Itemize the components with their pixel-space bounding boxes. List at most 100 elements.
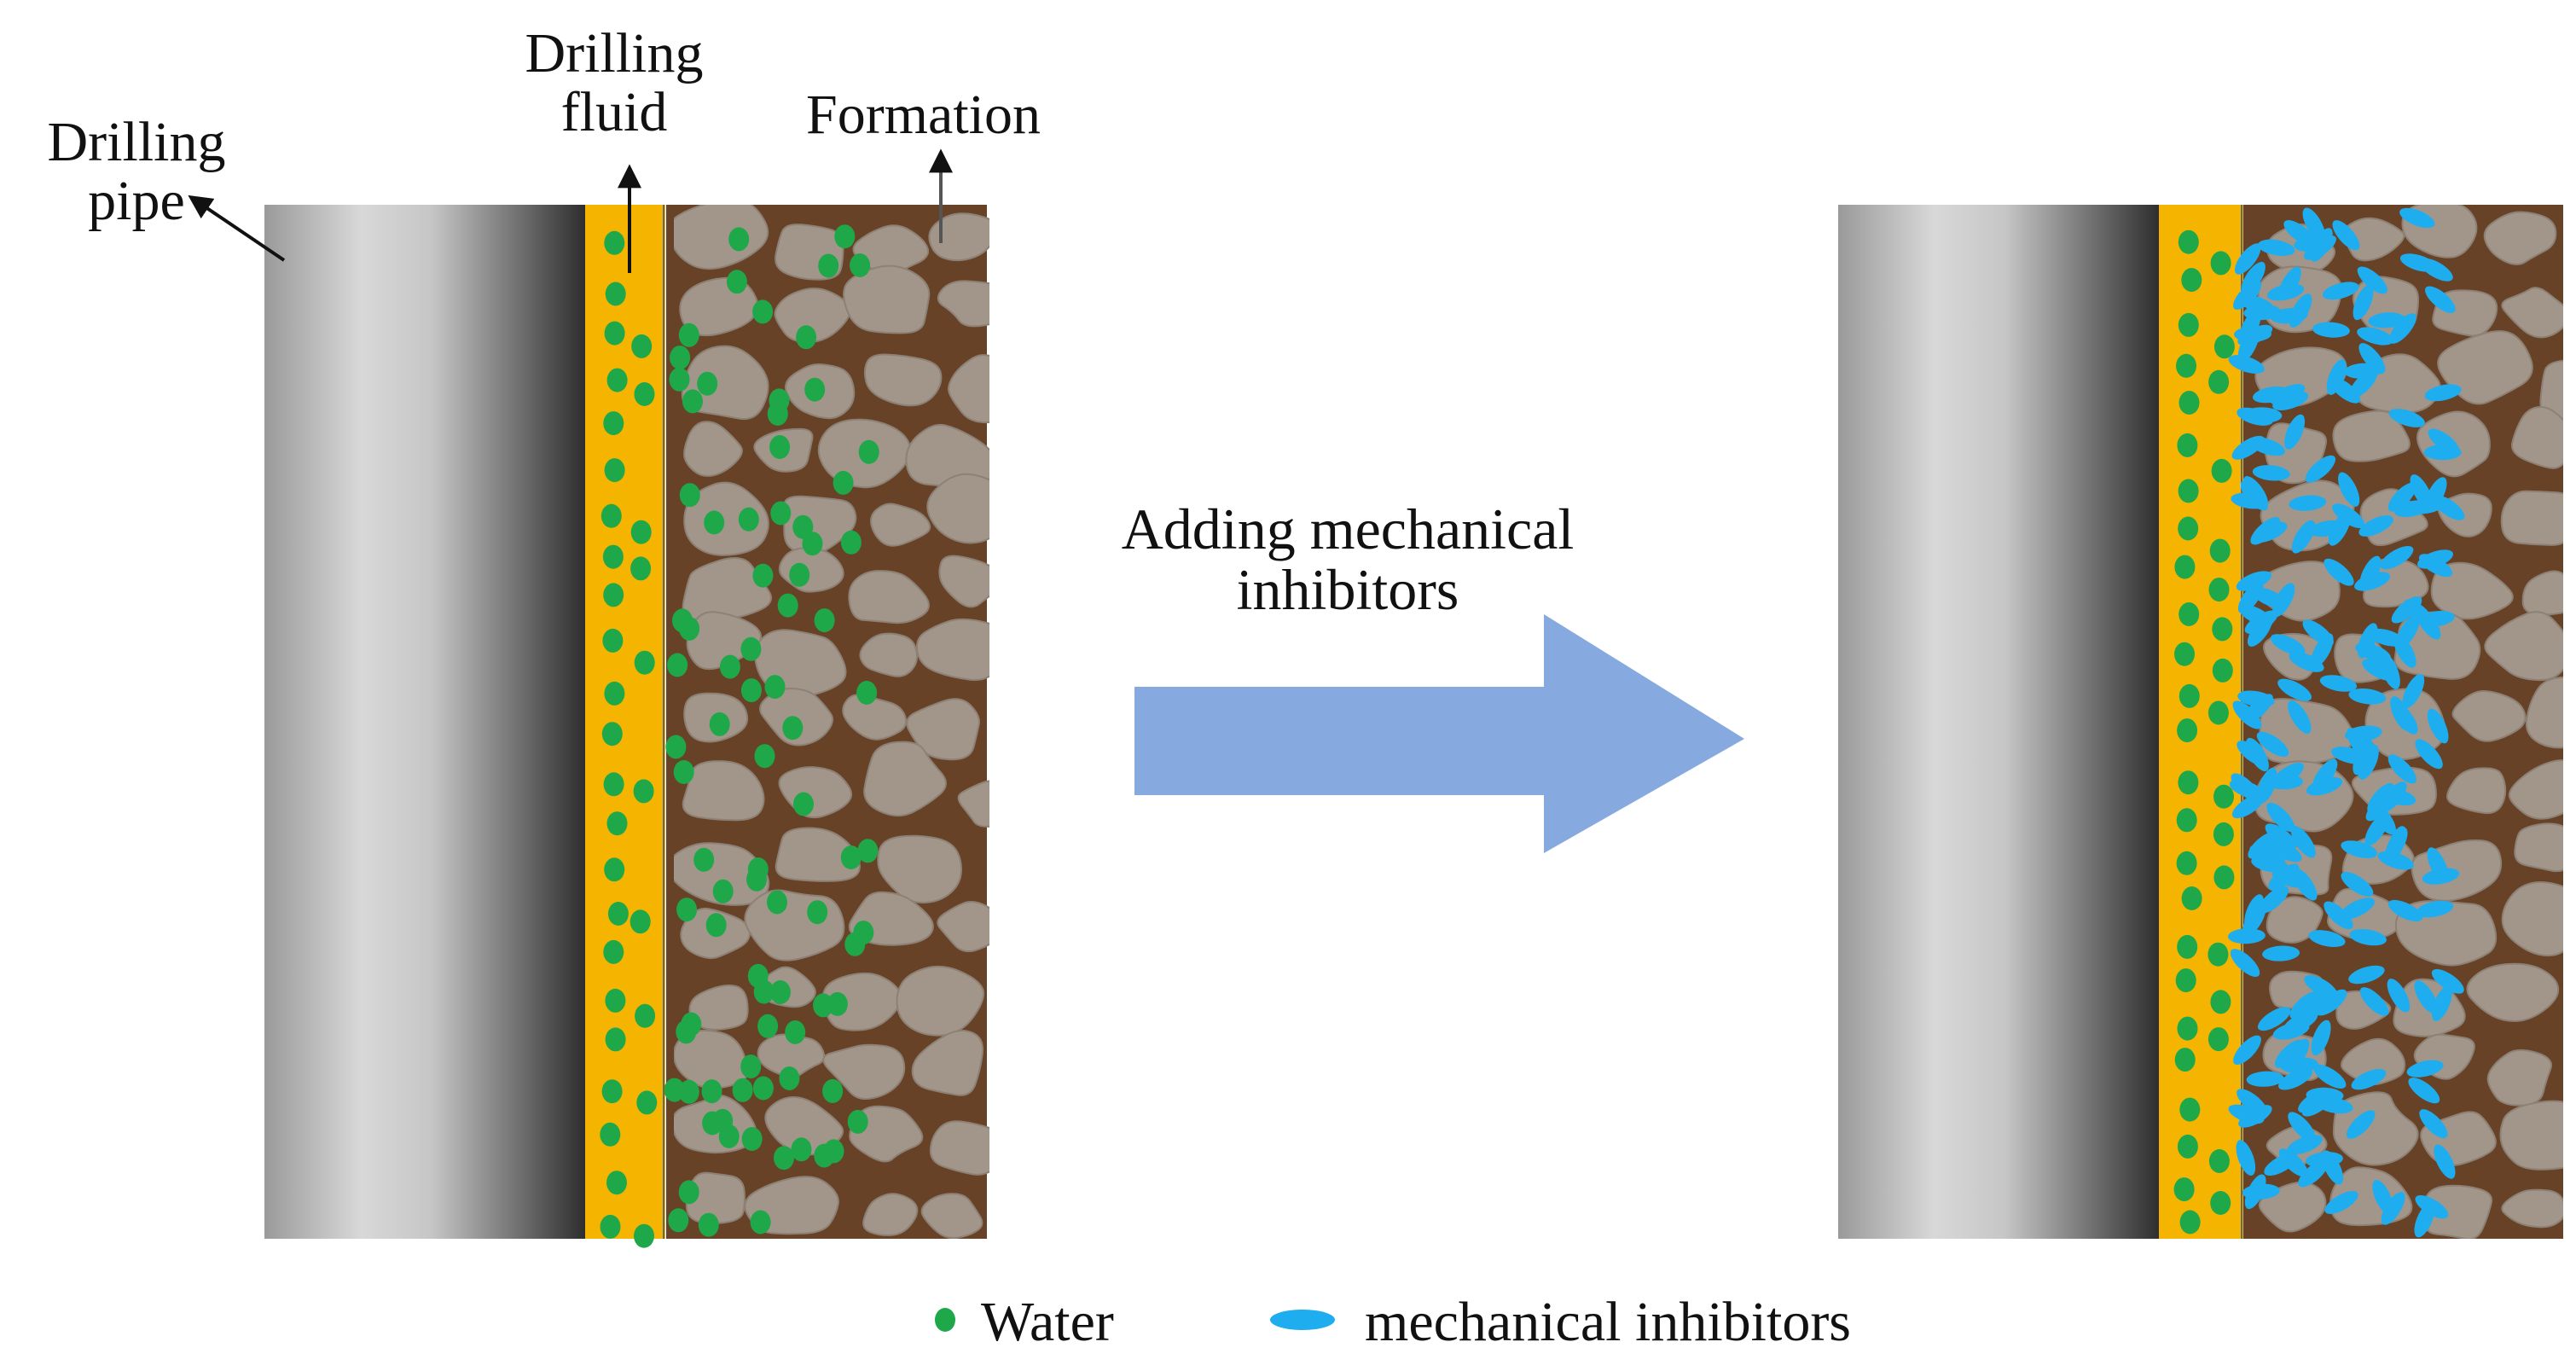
mechanical-inhibitor-particle [2402,674,2425,709]
process-arrow-icon [1134,614,1744,853]
rock-grain [2501,1188,2563,1229]
water-molecule [2175,968,2196,993]
water-molecule [2174,642,2195,666]
mechanical-inhibitor-particle [2332,503,2365,528]
mechanical-inhibitor-particle [2264,1153,2298,1176]
rock-grain [2445,767,2507,815]
rock-grain [2332,1091,2419,1166]
water-molecule [856,681,878,705]
mechanical-inhibitor-particle [2234,326,2271,342]
rock-grain [2501,287,2563,339]
mechanical-inhibitor-particle [2237,1089,2268,1116]
rock-grain [2332,410,2411,462]
water-molecule [603,411,624,436]
mechanical-inhibitor-particle [2256,731,2289,758]
water-molecule [602,544,624,569]
water-molecule [670,346,691,370]
water-molecule [857,839,879,863]
water-molecule [701,1079,722,1104]
rock-grain [683,481,769,556]
drilling-fluid-label: Drilling fluid [486,24,742,142]
mechanical-inhibitor-particle [2305,985,2328,1020]
mechanical-inhibitor-particle [2431,985,2452,1021]
mechanical-inhibitor-particle [2278,1067,2313,1090]
mechanical-inhibitor-particle [2305,455,2336,483]
rock-grain [681,345,769,421]
mechanical-inhibitor-particle [2251,856,2289,873]
mechanical-inhibitor-particle [2424,384,2462,402]
mechanical-inhibitor-particle [2247,614,2273,647]
water-molecule [840,530,862,555]
mechanical-inhibitor-particle [2308,520,2347,537]
pipe-pointer-arrow [188,195,286,262]
rock-grain [843,264,931,334]
water-dot-icon [935,1308,955,1332]
formation-label: Formation [806,84,1041,146]
water-molecule [779,1066,800,1090]
mechanical-inhibitor-particle [2236,1140,2256,1176]
water-molecule [757,1014,779,1038]
water-molecule [823,1139,844,1164]
water-molecule [769,980,791,1004]
mechanical-inhibitor-particle [2228,355,2265,374]
rock-grain [2340,1037,2406,1085]
mechanical-inhibitor-particle [2387,754,2416,784]
rock-grain [863,741,947,817]
water-molecule [2179,1210,2201,1234]
water-molecule [606,368,628,392]
rock-grain [2500,490,2563,546]
water-molecule [682,389,703,414]
mechanical-inhibitor-particle [2287,1135,2323,1155]
rock-grain [2508,759,2563,820]
mechanical-inhibitor-particle [2257,1007,2291,1031]
water-molecule [601,722,623,746]
water-molecule [764,675,786,700]
right-panel [1838,205,2563,1239]
mechanical-inhibitor-particle [2306,776,2343,796]
water-molecule [850,253,871,277]
drilling-fluid-layer-after [2159,205,2240,1239]
rock-grain [682,760,765,822]
mechanical-inhibitor-particle [2294,235,2331,253]
water-molecule [2177,934,2198,959]
water-molecule [629,909,651,934]
water-molecule [770,501,792,526]
mechanical-inhibitor-particle [2362,659,2397,682]
mechanical-inhibitor-particle [2252,587,2287,608]
water-molecule [753,979,775,1004]
water-molecule [796,325,817,350]
water-molecule [676,1020,697,1044]
mechanical-inhibitor-particle [2245,737,2269,772]
water-molecule [789,562,810,587]
water-molecule [2176,851,2197,875]
water-molecule [2210,1191,2231,1215]
process-arrow-label: Adding mechanical inhibitors [1075,498,1621,621]
water-molecule [2177,718,2198,743]
mechanical-inhibitor-particle [2406,1060,2444,1078]
water-molecule [2176,353,2196,378]
rock-grain [2451,689,2527,742]
mechanical-inhibitor-particle [2389,313,2416,344]
water-molecule [704,510,725,535]
mechanical-inhibitor-particle [2277,678,2312,701]
rock-grain [683,421,743,477]
mechanical-inhibitor-particle [2415,739,2443,770]
water-molecule [777,593,798,618]
water-molecule [2179,1097,2201,1122]
mechanical-inhibitor-particle [2368,628,2405,647]
mechanical-inhibitor-particle [2262,945,2300,961]
mechanical-inhibitor-particle [2415,1194,2449,1219]
mechanical-inhibitor-particle [2252,386,2290,404]
water-molecule [728,227,750,252]
water-molecule [822,1078,844,1103]
water-molecule [2181,886,2202,910]
rock-grain [916,618,989,682]
mechanical-inhibitor-particles [2227,207,2465,1238]
mechanical-inhibitor-particle [2338,472,2360,507]
water-molecule [607,902,629,926]
drilling-fluid-label-line1: Drilling [525,22,704,84]
water-molecule [769,435,791,459]
mechanical-inhibitor-particle [2233,1035,2261,1066]
